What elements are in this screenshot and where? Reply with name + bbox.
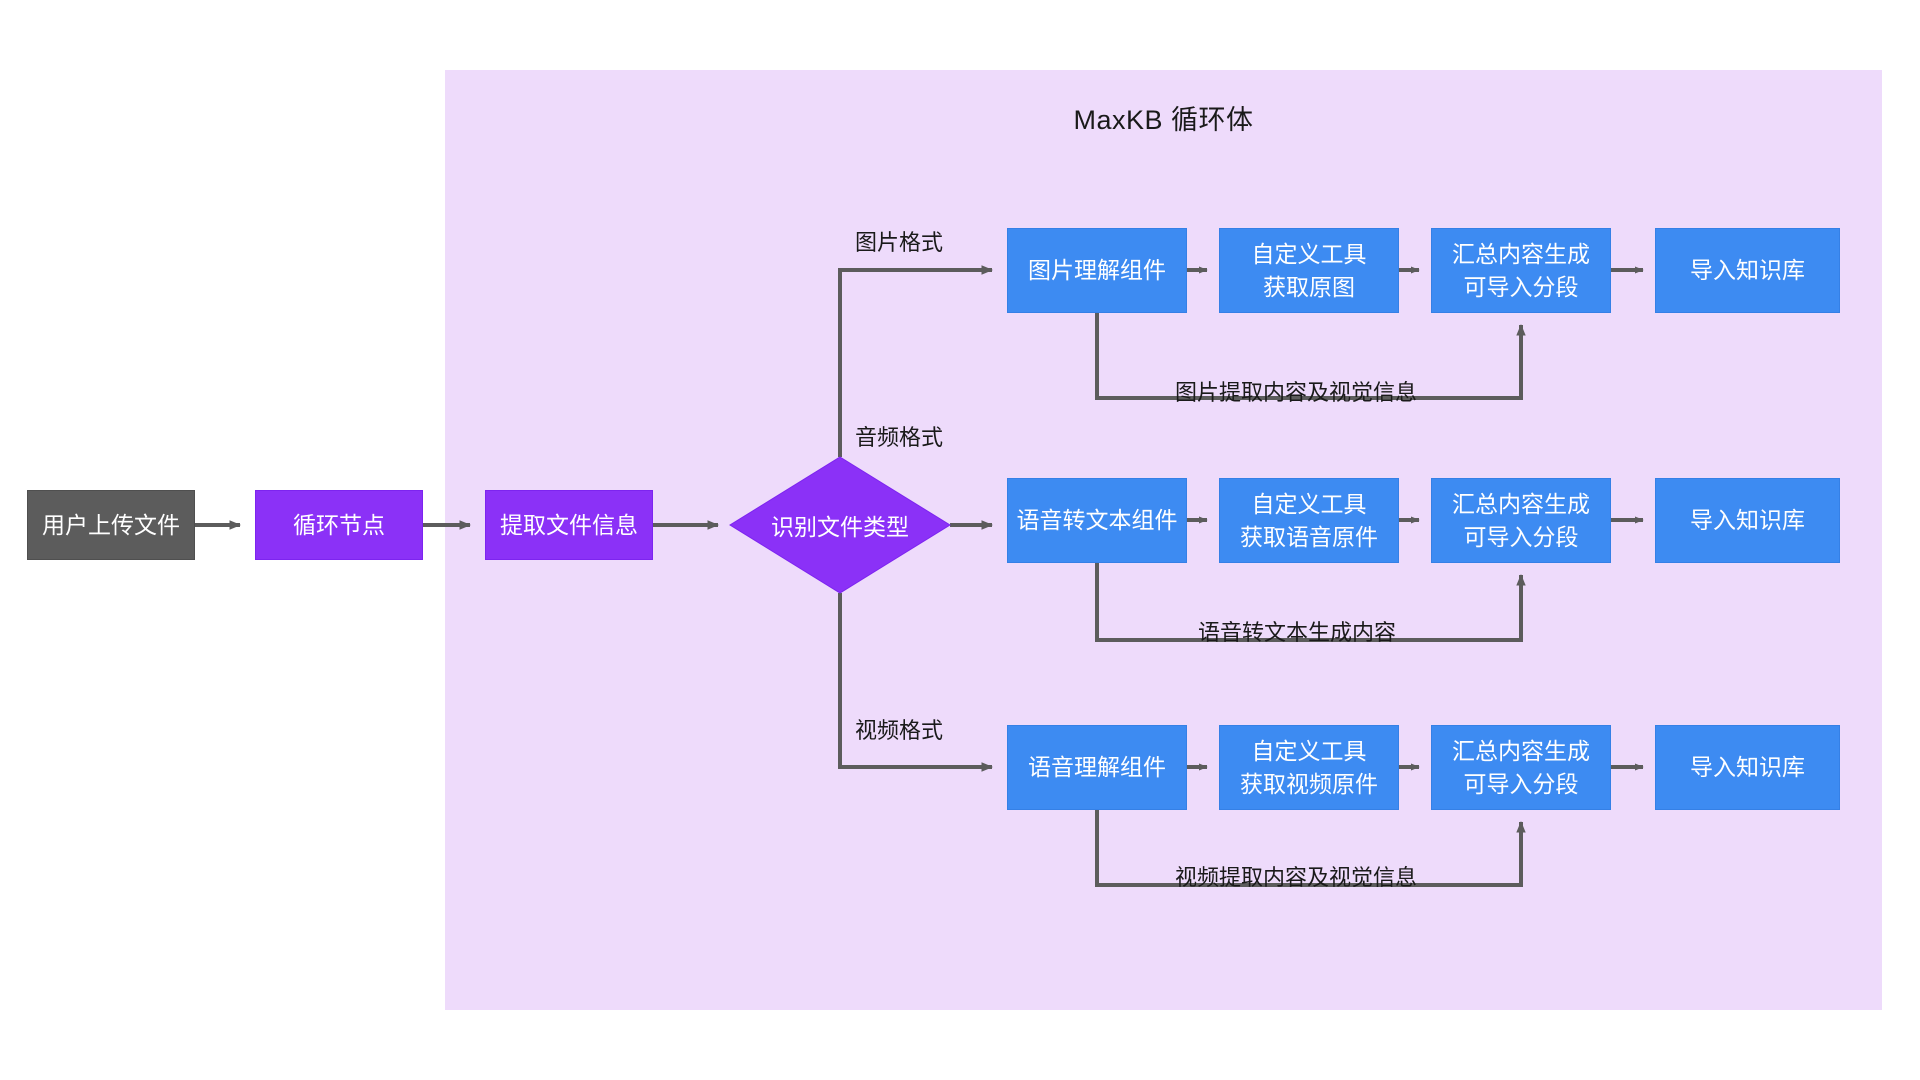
node-img-tool-label: 自定义工具 获取原图: [1251, 240, 1367, 300]
node-img-kb-label: 导入知识库: [1690, 257, 1805, 284]
node-vid-comp[interactable]: 语音理解组件: [1007, 725, 1187, 810]
node-img-sum-label: 汇总内容生成 可导入分段: [1452, 240, 1590, 300]
node-upload-label: 用户上传文件: [42, 511, 180, 538]
node-vid-kb-label: 导入知识库: [1690, 754, 1805, 781]
edge-label-branch-audio: 音频格式: [855, 425, 944, 450]
node-loop[interactable]: 循环节点: [255, 490, 423, 560]
node-img-sum[interactable]: 汇总内容生成 可导入分段: [1431, 228, 1611, 313]
node-aud-kb-label: 导入知识库: [1690, 507, 1805, 534]
edge-label-loop-video: 视频提取内容及视觉信息: [1175, 865, 1418, 890]
node-vid-tool-label: 自定义工具 获取视频原件: [1240, 737, 1378, 797]
node-extract[interactable]: 提取文件信息: [485, 490, 653, 560]
node-img-comp-label: 图片理解组件: [1028, 257, 1166, 284]
node-aud-tool[interactable]: 自定义工具 获取语音原件: [1219, 478, 1399, 563]
node-vid-tool[interactable]: 自定义工具 获取视频原件: [1219, 725, 1399, 810]
node-aud-comp-label: 语音转文本组件: [1016, 507, 1178, 534]
edge-label-loop-audio: 语音转文本生成内容: [1198, 620, 1397, 645]
node-upload[interactable]: 用户上传文件: [27, 490, 195, 560]
edge-label-branch-video: 视频格式: [855, 718, 944, 743]
node-img-comp[interactable]: 图片理解组件: [1007, 228, 1187, 313]
node-vid-sum-label: 汇总内容生成 可导入分段: [1452, 737, 1590, 797]
node-aud-sum-label: 汇总内容生成 可导入分段: [1452, 490, 1590, 550]
edge-label-branch-image: 图片格式: [855, 230, 944, 255]
node-img-kb[interactable]: 导入知识库: [1655, 228, 1840, 313]
node-loop-label: 循环节点: [293, 511, 385, 538]
node-aud-kb[interactable]: 导入知识库: [1655, 478, 1840, 563]
node-aud-sum[interactable]: 汇总内容生成 可导入分段: [1431, 478, 1611, 563]
node-extract-label: 提取文件信息: [500, 511, 638, 538]
node-vid-kb[interactable]: 导入知识库: [1655, 725, 1840, 810]
node-vid-comp-label: 语音理解组件: [1028, 754, 1166, 781]
group-title: MaxKB 循环体: [1073, 105, 1254, 135]
node-aud-comp[interactable]: 语音转文本组件: [1007, 478, 1187, 563]
edge-label-loop-image: 图片提取内容及视觉信息: [1175, 380, 1418, 405]
node-img-tool[interactable]: 自定义工具 获取原图: [1219, 228, 1399, 313]
node-aud-tool-label: 自定义工具 获取语音原件: [1240, 490, 1378, 550]
node-vid-sum[interactable]: 汇总内容生成 可导入分段: [1431, 725, 1611, 810]
